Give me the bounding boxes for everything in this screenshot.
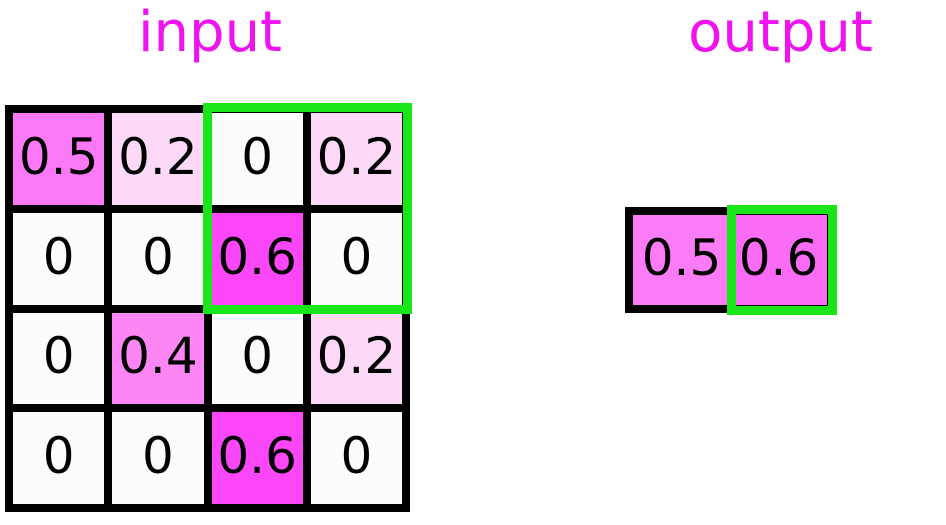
input-matrix-cell: 0 <box>13 312 105 405</box>
input-matrix-cell: 0.6 <box>211 412 303 504</box>
input-matrix-cell-value: 0.2 <box>118 127 198 186</box>
input-matrix-cell-value: 0 <box>340 427 373 486</box>
input-matrix-cell: 0.4 <box>112 312 204 405</box>
input-matrix-cell: 0 <box>211 312 303 405</box>
input-matrix-cell-value: 0 <box>241 327 274 386</box>
input-matrix-cell-value: 0 <box>42 227 75 286</box>
input-matrix-cell-value: 0 <box>141 427 174 486</box>
input-matrix-cell: 0 <box>211 113 303 205</box>
input-matrix-cell: 0 <box>13 212 105 305</box>
input-matrix-cell: 0.2 <box>112 113 204 205</box>
input-matrix-cell-value: 0.4 <box>118 327 198 386</box>
input-matrix-cell-value: 0.6 <box>217 427 297 486</box>
input-matrix-cell-value: 0.5 <box>18 127 99 186</box>
input-matrix-cell-value: 0 <box>241 127 274 186</box>
output-title: output <box>688 0 873 65</box>
output-matrix-cell-value: 0.6 <box>738 229 819 287</box>
output-matrix: 0.5 0.6 <box>625 207 835 313</box>
input-matrix-cell-value: 0.2 <box>316 327 397 386</box>
input-matrix-cell: 0.2 <box>310 113 402 205</box>
input-matrix-cell-value: 0.6 <box>217 227 297 286</box>
input-matrix-cell-value: 0 <box>42 427 75 486</box>
input-matrix-cell-value: 0 <box>42 327 75 386</box>
input-matrix-cell: 0 <box>13 412 105 504</box>
input-matrix: 0.5 0.2 0 0.2 0 0 0.6 0 0 0.4 0 0.2 0 0 0.6 0 <box>5 105 410 512</box>
output-matrix-cell-value: 0.5 <box>641 229 722 287</box>
output-matrix-cell: 0.6 <box>730 215 827 305</box>
input-matrix-cell-value: 0 <box>141 227 174 286</box>
input-matrix-cell: 0 <box>310 212 402 305</box>
input-matrix-cell: 0 <box>310 412 402 504</box>
input-matrix-cell-value: 0.2 <box>316 127 397 186</box>
input-matrix-cell: 0.2 <box>310 312 402 405</box>
output-matrix-cell: 0.5 <box>633 215 730 305</box>
input-matrix-cell: 0.6 <box>211 212 303 305</box>
input-matrix-cell: 0 <box>112 212 204 305</box>
input-title: input <box>137 0 283 65</box>
input-matrix-cell-value: 0 <box>340 227 373 286</box>
input-matrix-cell: 0 <box>112 412 204 504</box>
input-matrix-cell: 0.5 <box>13 113 105 205</box>
